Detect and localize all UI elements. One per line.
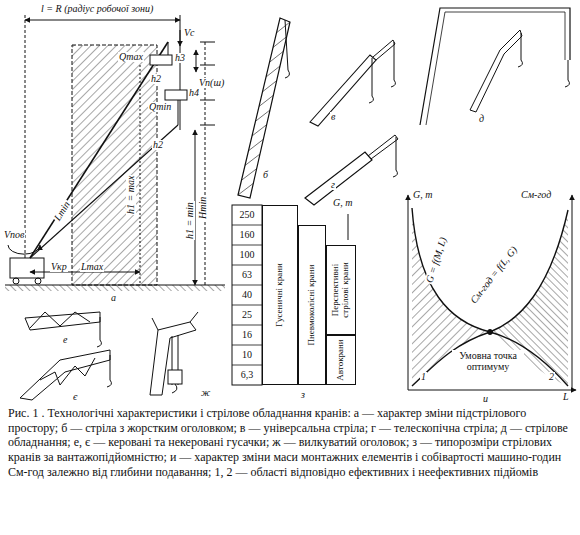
stroke <box>256 110 271 121</box>
label: Умовна точка оптимуму <box>452 350 524 372</box>
figure-caption: Рис. 1 . Технологічні характеристики і с… <box>8 406 572 479</box>
label: G, т <box>412 190 433 200</box>
table-cell: 25 <box>232 310 262 320</box>
stroke <box>277 22 291 33</box>
crane-type-bar: Перспективні стрілові крани <box>326 245 356 335</box>
stroke <box>245 154 260 166</box>
label: г <box>330 180 336 190</box>
table-cell: 6,3 <box>232 370 262 380</box>
label: h1 = min <box>185 201 195 240</box>
label: Lmin <box>52 199 72 223</box>
stroke <box>273 37 287 48</box>
stroke <box>232 325 262 326</box>
label: б <box>262 170 269 180</box>
stroke <box>242 169 257 181</box>
stroke <box>249 139 264 150</box>
label: Qmax <box>118 52 144 62</box>
stroke <box>232 245 262 246</box>
label: 2 <box>548 372 555 382</box>
bar-label: Автокрани <box>336 338 346 382</box>
label: з <box>300 390 306 400</box>
table-cell: 100 <box>232 250 262 260</box>
label: G = f(M, L) <box>424 235 449 285</box>
stroke <box>232 225 262 226</box>
table-cell: 10 <box>232 350 262 360</box>
crane-type-bar: Пневмоколісні крани <box>298 225 326 385</box>
label: д <box>478 114 485 124</box>
label: L <box>562 392 570 402</box>
stroke <box>232 285 262 286</box>
label: Qmin <box>148 102 172 112</box>
stroke <box>263 81 277 92</box>
label: h1 = max <box>126 175 136 215</box>
stroke <box>252 125 267 136</box>
label: и <box>482 394 489 404</box>
stroke <box>232 265 262 266</box>
stroke <box>259 95 273 106</box>
label: h2 <box>150 74 162 84</box>
label: h4 <box>188 88 200 98</box>
stroke <box>270 51 284 62</box>
label: h2 <box>152 140 164 150</box>
stroke <box>232 365 262 366</box>
stroke <box>232 305 262 306</box>
label: в <box>330 112 336 122</box>
table-cell: 40 <box>232 290 262 300</box>
bar-label: Пневмоколісні крани <box>307 228 317 382</box>
table-cell: 16 <box>232 330 262 340</box>
stroke <box>266 66 280 77</box>
bar-label: Гусеничні крани <box>275 208 285 382</box>
crane-type-bar: Автокрани <box>326 335 356 385</box>
label: а <box>110 293 117 303</box>
crane-type-bar: Гусеничні крани <box>262 205 298 385</box>
label: Vс <box>183 28 196 38</box>
label: l = R (радіус робочої зони) <box>40 4 154 14</box>
label: См-год = f(L, G) <box>468 244 520 306</box>
label: е <box>62 335 68 345</box>
bar-label: Перспективні стрілові крани <box>331 248 351 332</box>
label: Vкр <box>50 262 68 272</box>
label: G, т <box>332 198 353 208</box>
label: 1 <box>420 372 427 382</box>
label: Hmin <box>198 196 208 220</box>
stroke <box>238 183 253 195</box>
label: ж <box>200 388 211 398</box>
table-cell: 250 <box>232 210 262 220</box>
label: h3 <box>174 53 186 63</box>
stroke <box>232 345 262 346</box>
table-cell: 63 <box>232 270 262 280</box>
label: Lmax <box>80 262 104 272</box>
label: См-год <box>520 190 552 200</box>
table-cell: 160 <box>232 230 262 240</box>
label: є <box>72 392 78 402</box>
label: Vп(ш) <box>198 78 225 88</box>
label: Vпов <box>3 230 25 240</box>
